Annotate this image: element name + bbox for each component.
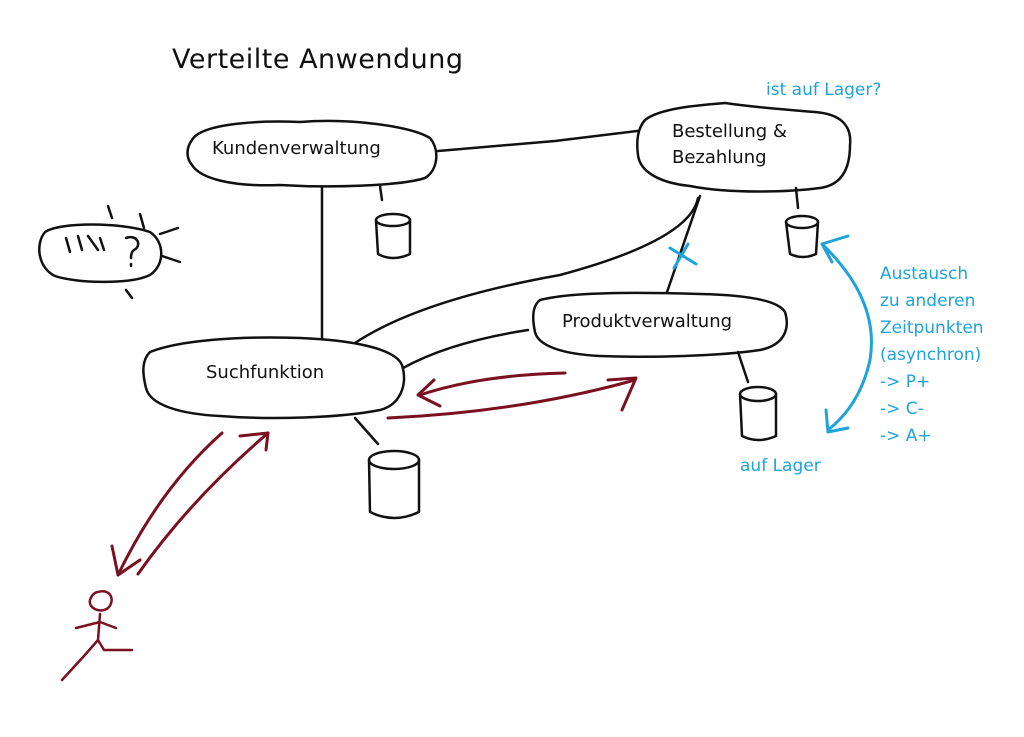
label-auf-lager: auf Lager — [740, 456, 821, 476]
async-exchange-arrow-head-top — [820, 234, 850, 264]
sync-arrows — [110, 371, 638, 577]
label-produktverwaltung: Produktverwaltung — [562, 311, 733, 332]
cut-link-mark — [668, 242, 698, 270]
link-kunden-bestellung — [436, 128, 647, 153]
async-note-line: Austausch — [880, 264, 969, 284]
db-connector-kunden — [378, 184, 384, 202]
arrow-suchfunktion-to-produkt-head — [606, 376, 638, 412]
node-kundenverwaltung — [186, 119, 438, 188]
arrow-suchfunktion-to-user-head — [110, 544, 142, 577]
label-bestellung-line1: Bestellung & — [672, 121, 787, 142]
async-exchange-arrow — [820, 242, 873, 432]
async-note-line: Zeitpunkten — [880, 318, 984, 338]
arrow-produkt-to-suchfunktion — [418, 371, 567, 397]
service-connections — [320, 128, 702, 370]
link-bestellung-produkt — [663, 194, 702, 300]
label-bestellung-line2: Bezahlung — [672, 147, 767, 168]
node-suchfunktion — [142, 336, 406, 420]
user-stick-figure-icon — [60, 589, 134, 682]
async-exchange-arrow-head-bottom — [824, 408, 850, 434]
database-bestellung — [784, 214, 820, 259]
async-note-line: -> A+ — [880, 426, 932, 446]
database-kunden — [374, 212, 412, 260]
arrow-user-to-suchfunktion — [136, 431, 270, 576]
async-annotations — [668, 234, 873, 434]
async-note-line: -> C- — [880, 399, 924, 419]
node-produktverwaltung — [531, 291, 788, 358]
arrow-suchfunktion-to-produkt — [386, 378, 637, 420]
async-note-line: (asynchron) — [880, 345, 982, 365]
label-ist-auf-lager: ist auf Lager? — [766, 80, 882, 100]
async-note-line: -> P+ — [880, 372, 931, 392]
db-connector-suchfunktion — [353, 416, 380, 446]
arrow-suchfunktion-to-user — [116, 431, 224, 577]
node-bestellung — [636, 101, 852, 193]
label-suchfunktion: Suchfunktion — [206, 362, 325, 383]
arrow-produkt-to-suchfunktion-head — [416, 378, 442, 408]
confused-face-icon — [38, 204, 182, 300]
link-bestellung-suchfunktion — [353, 196, 700, 345]
async-note-line: zu anderen — [880, 291, 976, 311]
database-suchfunktion — [367, 449, 421, 520]
link-produkt-suchfunktion — [401, 328, 530, 370]
async-exchange-note: Austausch zu anderen Zeitpunkten (asynch… — [880, 261, 984, 450]
db-connector-produkt — [736, 350, 750, 384]
arrow-user-to-suchfunktion-head — [238, 431, 270, 452]
database-produkt — [738, 385, 778, 442]
diagram-title: Verteilte Anwendung — [172, 44, 464, 75]
db-connector-bestellung — [794, 186, 800, 210]
databases — [353, 184, 820, 520]
label-kundenverwaltung: Kundenverwaltung — [212, 138, 381, 159]
service-nodes — [142, 101, 852, 420]
